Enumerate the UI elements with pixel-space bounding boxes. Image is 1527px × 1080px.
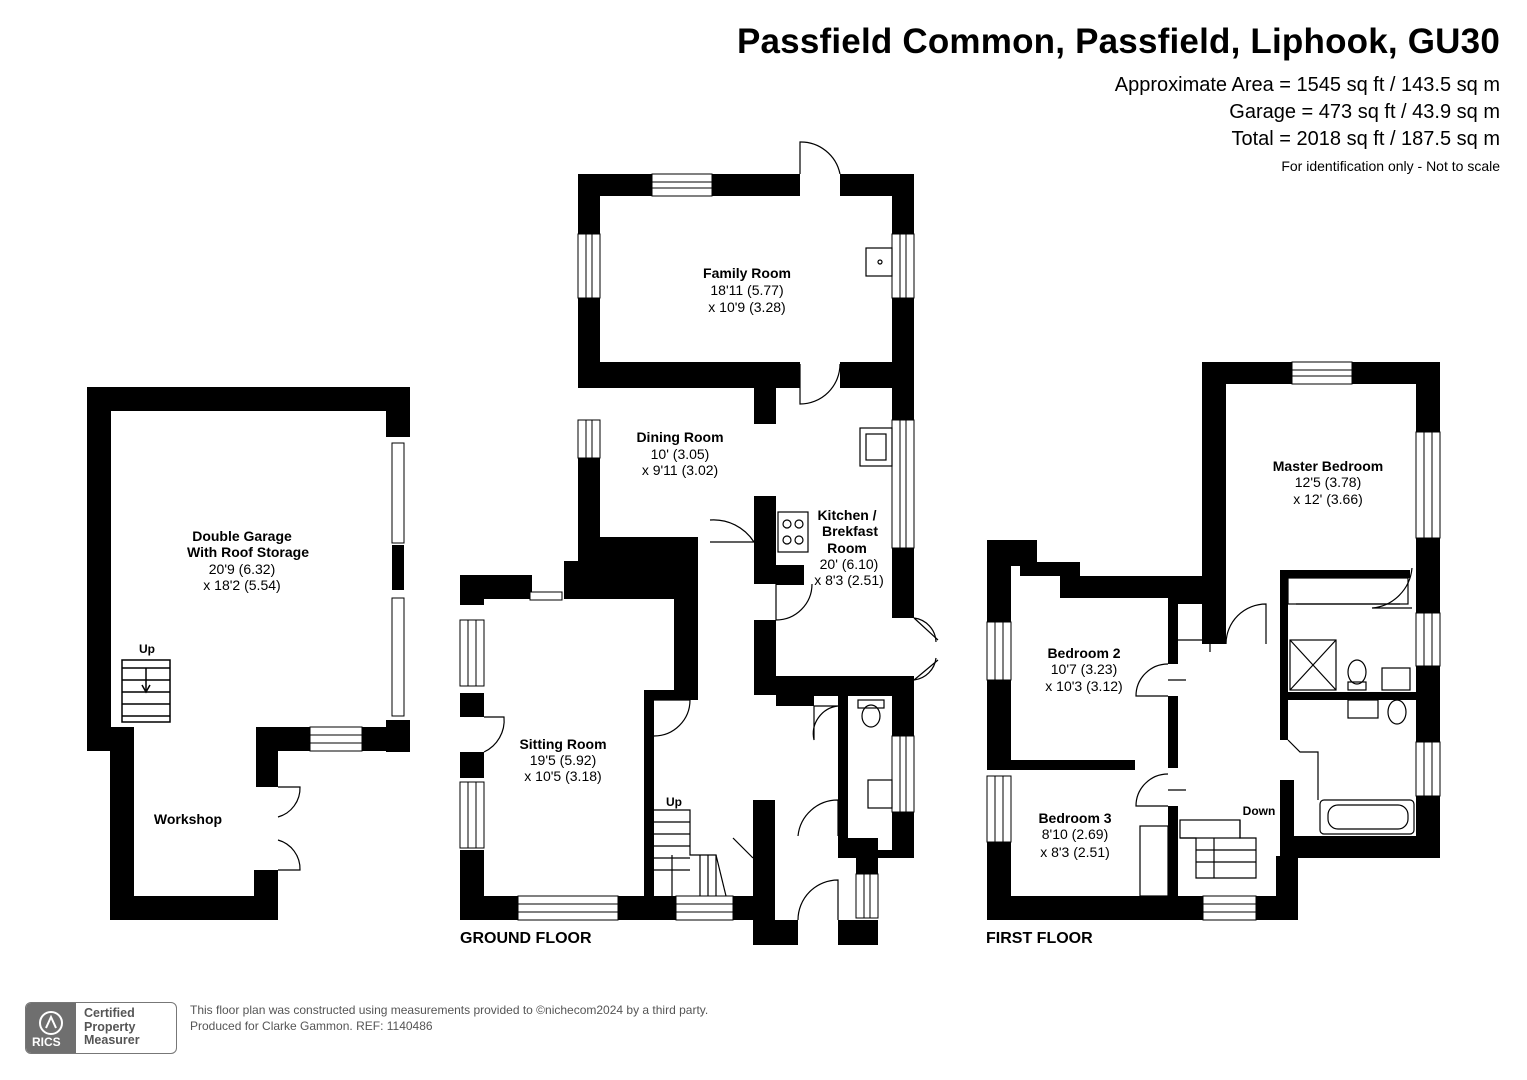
family-room-name: Family Room: [703, 265, 791, 281]
ground-floor-windows: [459, 173, 915, 921]
kitchen-name-1: Kitchen /: [817, 507, 876, 523]
first-stairs-down: Down: [1243, 804, 1276, 818]
garage-walls: [87, 387, 410, 920]
kitchen-name-2: Brekfast: [822, 523, 878, 539]
footer-disclaimer: This floor plan was constructed using me…: [190, 1003, 709, 1017]
sitting-room-dim1: 19'5 (5.92): [530, 752, 597, 768]
kitchen-name-3: Room: [827, 540, 867, 556]
master-bedroom-dim2: x 12' (3.66): [1293, 491, 1363, 507]
footer-reference: Produced for Clarke Gammon. REF: 1140486: [190, 1019, 433, 1033]
garage-area: Garage = 473 sq ft / 43.9 sq m: [1229, 101, 1500, 123]
badge-line-1: Certified: [84, 1006, 135, 1020]
approximate-area: Approximate Area = 1545 sq ft / 143.5 sq…: [1114, 74, 1500, 96]
rics-certified-badge: RICS Certified Property Measurer: [25, 1002, 177, 1054]
sitting-room-dim2: x 10'5 (3.18): [524, 768, 601, 784]
bedroom-2-name: Bedroom 2: [1047, 645, 1120, 661]
garage-name-1: Double Garage: [192, 528, 292, 544]
bedroom-2-dim1: 10'7 (3.23): [1051, 661, 1118, 677]
room-labels: Family Room 18'11 (5.77) x 10'9 (3.28) D…: [139, 265, 1383, 947]
bedroom-3-dim2: x 8'3 (2.51): [1040, 844, 1110, 860]
garage-dim1: 20'9 (6.32): [209, 561, 276, 577]
badge-line-3: Measurer: [84, 1033, 140, 1047]
bedroom-3-name: Bedroom 3: [1038, 810, 1111, 826]
first-floor-walls: [987, 362, 1440, 920]
first-floor-windows: [986, 361, 1441, 921]
garage-stairs: [121, 659, 171, 723]
kitchen-dim2: x 8'3 (2.51): [814, 572, 884, 588]
rics-emblem-icon: [39, 1011, 63, 1035]
dining-room-dim2: x 9'11 (3.02): [642, 462, 718, 478]
total-area: Total = 2018 sq ft / 187.5 sq m: [1231, 128, 1501, 150]
ground-floor-stairs: [654, 809, 727, 897]
ground-floor-doors: [483, 141, 939, 921]
ground-floor-fixtures: [777, 247, 893, 809]
rics-logo: RICS: [26, 1003, 76, 1053]
first-floor-fixtures: [1139, 577, 1415, 897]
garage-windows: [309, 442, 405, 752]
garage-stairs-up: Up: [139, 642, 155, 656]
first-floor-doors: [1135, 567, 1413, 807]
first-floor-label: FIRST FLOOR: [986, 930, 1093, 947]
dining-room-name: Dining Room: [636, 429, 723, 445]
dining-room-dim1: 10' (3.05): [651, 446, 710, 462]
scale-note: For identification only - Not to scale: [1281, 158, 1500, 174]
ground-floor-label: GROUND FLOOR: [460, 930, 592, 947]
workshop-door: [277, 786, 301, 871]
family-room-dim1: 18'11 (5.77): [710, 282, 783, 298]
garage-dim2: x 18'2 (5.54): [203, 577, 280, 593]
family-room-dim2: x 10'9 (3.28): [708, 299, 785, 315]
badge-text: Certified Property Measurer: [84, 1006, 140, 1048]
sitting-room-name: Sitting Room: [519, 736, 606, 752]
master-bedroom-name: Master Bedroom: [1273, 458, 1383, 474]
kitchen-dim1: 20' (6.10): [820, 556, 879, 572]
plan-title: Passfield Common, Passfield, Liphook, GU…: [736, 22, 1500, 61]
bedroom-3-dim1: 8'10 (2.69): [1042, 826, 1109, 842]
ground-stairs-up: Up: [666, 795, 682, 809]
badge-line-2: Property: [84, 1019, 136, 1034]
rics-brand: RICS: [32, 1035, 61, 1049]
bedroom-2-dim2: x 10'3 (3.12): [1045, 678, 1122, 694]
master-bedroom-dim1: 12'5 (3.78): [1295, 474, 1362, 490]
garage-name-2: With Roof Storage: [187, 544, 309, 560]
workshop-name: Workshop: [154, 811, 222, 827]
